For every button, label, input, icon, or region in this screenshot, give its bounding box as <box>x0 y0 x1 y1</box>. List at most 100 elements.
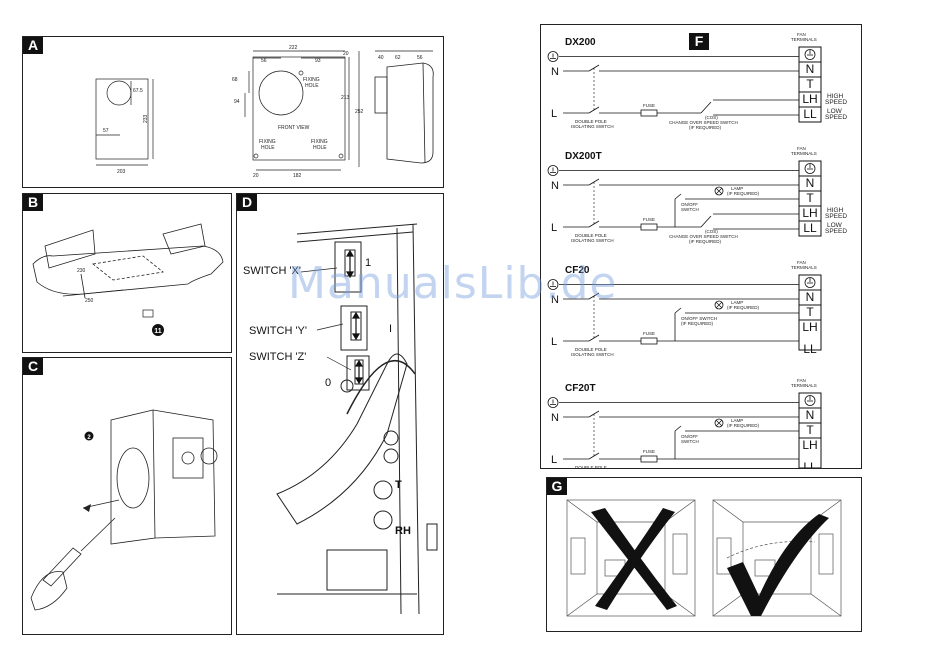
diagram-2-isolator-label-2: ISOLATING SWITCH <box>571 352 614 357</box>
diagram-1-cos-label-3: (IF REQUIRED) <box>689 239 722 244</box>
diagram-0-terminal-t: T <box>806 77 814 91</box>
diagram-3-isolator-label-1: DOUBLE POLE <box>575 465 607 468</box>
diagram-1-terminal-n: N <box>806 176 815 190</box>
label-t: T <box>395 479 402 491</box>
diagram-3-lamp-icon-cross <box>715 419 723 427</box>
diagram-0-isolator-label-1: DOUBLE POLE <box>575 119 607 124</box>
callout-2: 2 <box>87 435 91 441</box>
diagram-0-speed-label-3: LOW <box>827 108 843 115</box>
diagram-1-onoff-label-1: ON/OFF <box>681 202 698 207</box>
diagram-1-terminals-header-2: TERMINALS <box>791 151 817 156</box>
diagram-3-onoff-label-2: SWITCH <box>681 439 699 444</box>
switch-x-pos-1: 1 <box>365 257 371 269</box>
diagram-2-fuse-label: FUSE <box>643 331 655 336</box>
panel-a-tag: A <box>23 37 43 54</box>
front-view-drawing <box>244 50 360 171</box>
fixing-hole-right <box>338 153 344 159</box>
dim-94: 94 <box>234 99 240 105</box>
diagram-0-terminal-n: N <box>806 62 815 76</box>
wall-mount-plate <box>32 245 224 295</box>
diagram-1-lamp-icon <box>714 186 724 196</box>
room-incorrect <box>566 499 696 617</box>
diagram-0-speed-label-2: SPEED <box>825 99 847 106</box>
diagram-2-lamp-icon <box>714 300 724 310</box>
fixing-hole-left-label-2: HOLE <box>261 145 275 151</box>
diagram-2-title: CF20 <box>565 265 590 276</box>
diagram-2-isolator-label-1: DOUBLE POLE <box>575 347 607 352</box>
panel-d-drawing: SWITCH 'X' SWITCH 'Y' SWITCH 'Z' 1 0 I T… <box>243 223 438 615</box>
diagram-0-speed-label-1: HIGH <box>827 93 844 100</box>
diagram-3-title: CF20T <box>565 383 596 394</box>
cutout-hole <box>106 80 132 106</box>
dim-222: 222 <box>289 45 298 51</box>
diagram-1-terminal-lh: LH <box>802 206 817 220</box>
diagram-0-cos-contact <box>700 101 712 114</box>
dim-250: 250 <box>85 298 94 304</box>
label-rh: RH <box>395 525 411 537</box>
panel-a: A 67.5 233 57 203 <box>22 36 444 188</box>
dim-40: 40 <box>378 55 384 61</box>
diagram-1-speed-label-4: SPEED <box>825 228 847 235</box>
diagram-1-cos-label-1: (COS) <box>705 229 718 234</box>
panel-b: B 230 250 11 <box>22 193 232 353</box>
timer-adjust-t <box>373 480 393 500</box>
screwdriver <box>42 547 82 587</box>
diagram-3-terminals-header-1: FAN <box>797 378 806 383</box>
diagram-1-speed-label-1: HIGH <box>827 207 844 214</box>
switch-z-pos-0: 0 <box>325 377 331 389</box>
diagram-0-isolator-label-2: ISOLATING SWITCH <box>571 124 614 129</box>
diagram-3-terminal-ll: LL <box>803 460 817 468</box>
front-view-label: FRONT VIEW <box>278 125 310 131</box>
diagram-2-terminal-lh: LH <box>802 320 817 334</box>
dim-68: 68 <box>232 77 238 83</box>
fixing-hole-top <box>298 70 304 76</box>
panel-c-drawing: 2 <box>30 409 218 611</box>
panel-d-tag: D <box>237 194 257 211</box>
diagram-2-fuse-icon <box>640 337 658 345</box>
panel-g-drawing <box>566 499 842 617</box>
panel-c: C 2 <box>22 357 232 635</box>
diagram-3-fuse-icon <box>640 455 658 463</box>
callout-11: 11 <box>154 328 162 335</box>
diagram-2-lamp-icon-cross <box>715 301 723 309</box>
callout-11-marker <box>152 324 164 336</box>
diagram-0-supply-l: L <box>551 108 557 120</box>
diagram-3-terminal-block <box>798 392 822 468</box>
dim-93: 93 <box>315 58 321 64</box>
diagram-2-lamp-label-1: LAMP <box>731 300 743 305</box>
hand <box>30 571 68 611</box>
diagram-2-supply-l: L <box>551 336 557 348</box>
switch-y-body <box>340 305 368 351</box>
check-mark <box>727 514 829 616</box>
diagram-1-title: DX200T <box>565 151 602 162</box>
cutout-template <box>95 78 154 166</box>
dim-56-side: 56 <box>417 55 423 61</box>
diagram-2-terminal-ll: LL <box>803 342 817 356</box>
diagram-3-terminal-n: N <box>806 408 815 422</box>
diagram-0-title: DX200 <box>565 37 596 48</box>
dim-233: 233 <box>143 114 149 123</box>
diagram-2-terminal-block <box>798 274 822 351</box>
diagram-2-onoff-contact <box>674 307 682 314</box>
diagram-2-supply-n: N <box>551 294 559 306</box>
diagram-3-lamp-label-2: (IF REQUIRED) <box>727 423 760 428</box>
diagram-3-onoff-contact <box>674 425 682 432</box>
fan-front-grille <box>116 447 150 509</box>
diagram-3-terminal-lh: LH <box>802 438 817 452</box>
panel-b-tag: B <box>23 194 43 211</box>
diagram-2-terminal-n: N <box>806 290 815 304</box>
diagram-3-terminals-header-2: TERMINALS <box>791 383 817 388</box>
terminal-block <box>172 437 204 479</box>
panel-g-tag: G <box>547 478 567 495</box>
diagram-1-onoff-label-2: SWITCH <box>681 207 699 212</box>
diagram-1-fuse-icon <box>640 223 658 231</box>
diagram-3-lamp-label-1: LAMP <box>731 418 743 423</box>
diagram-2-supply-earth-icon <box>547 279 559 290</box>
screw-plug-icon <box>142 309 154 318</box>
fixing-hole-left-label-1: FIXING <box>259 139 276 145</box>
right-bracket <box>162 223 206 255</box>
switch-x-label: SWITCH 'X' <box>243 265 301 277</box>
switch-y-pos-i: I <box>389 323 392 335</box>
